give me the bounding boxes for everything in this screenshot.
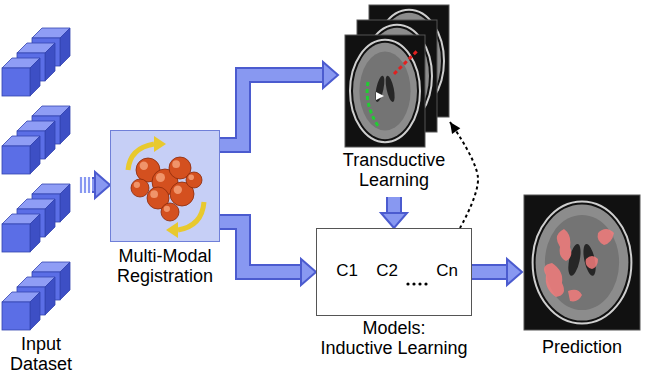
- atom-highlight: [150, 190, 158, 198]
- ventricle: [384, 75, 397, 103]
- lesion-region: [557, 229, 572, 261]
- classifier-label: Cn: [436, 261, 458, 281]
- classifier-label: C1: [336, 261, 358, 281]
- rotation-arrow: [178, 202, 204, 230]
- atom-highlight: [140, 162, 148, 170]
- dot: [406, 282, 409, 285]
- arrow-outline: [220, 75, 323, 145]
- cube-front: [2, 224, 30, 252]
- arrow-body: [472, 266, 507, 278]
- skull: [533, 201, 632, 323]
- classifier-label: C2: [376, 261, 398, 281]
- dot: [412, 282, 415, 285]
- arrow-outline: [472, 264, 507, 280]
- negative-marks: [394, 50, 418, 74]
- dotted-connector: [450, 122, 478, 228]
- cube-side: [60, 184, 70, 222]
- dot: [418, 282, 421, 285]
- arrow-tail-stripe: [88, 177, 90, 193]
- molecule-illustration: [110, 130, 220, 242]
- cube-side: [60, 28, 70, 66]
- flow-arrow: [220, 62, 338, 145]
- node-label: Inductive Learning: [320, 338, 467, 358]
- flow-arrow: [381, 197, 407, 228]
- cube-side: [45, 277, 55, 315]
- brain: [353, 43, 417, 139]
- node-label: Input Dataset: [2, 334, 80, 374]
- lesion-region: [586, 256, 598, 269]
- arrow-head: [95, 172, 110, 198]
- atom: [161, 203, 179, 221]
- node-label: Models:: [362, 318, 425, 338]
- lesion-region: [598, 229, 614, 245]
- rotation-arrowhead: [154, 136, 166, 152]
- arrow-body: [388, 197, 400, 213]
- image-stack: Transductive Learning: [338, 0, 450, 195]
- arrow-outline: [386, 197, 402, 213]
- models-box: C1 C2 CnModels:Inductive Learning: [316, 228, 472, 362]
- cube-side: [30, 214, 40, 252]
- skull: [350, 40, 420, 142]
- lesion-region: [544, 263, 564, 297]
- atom-highlight: [174, 186, 182, 194]
- lesion-region: [568, 290, 582, 302]
- rotation-arrow: [128, 144, 154, 170]
- prediction-illustration: [522, 195, 642, 335]
- scan-stack-illustration: [338, 0, 450, 150]
- flow-arrow: [472, 259, 522, 285]
- arrow-tail-stripe: [80, 177, 82, 193]
- ventricle: [581, 243, 598, 277]
- cube-side: [45, 43, 55, 81]
- cube-side: [60, 262, 70, 300]
- cube-side: [45, 199, 55, 237]
- atom-highlight: [156, 173, 165, 182]
- arrow-head: [301, 259, 316, 285]
- arrow-head: [507, 259, 522, 285]
- dot: [424, 282, 427, 285]
- arrow-head: [381, 213, 407, 228]
- cube-side: [30, 58, 40, 96]
- pointer: [376, 92, 384, 100]
- node-label: Multi-Modal Registration: [110, 246, 220, 286]
- arrow-body: [220, 75, 323, 145]
- cube-front: [2, 302, 30, 330]
- node-label: Prediction: [542, 337, 622, 357]
- scan-frame: [345, 35, 425, 147]
- brain-inner: [545, 215, 619, 310]
- cube-side: [30, 292, 40, 330]
- registration-box: Multi-Modal Registration: [110, 130, 220, 290]
- atom: [186, 172, 202, 188]
- atom-highlight: [134, 182, 140, 188]
- prediction-image: Prediction: [522, 195, 642, 365]
- atom-highlight: [188, 174, 194, 180]
- arrow-head: [450, 122, 460, 134]
- brain-inner: [359, 52, 410, 131]
- arrow-body: [220, 222, 301, 272]
- flow-arrow: [81, 172, 110, 198]
- cube-front: [2, 146, 30, 174]
- node-label: Transductive Learning: [338, 150, 450, 190]
- atom-highlight: [164, 206, 170, 212]
- arrow-outline: [220, 222, 301, 272]
- atom: [131, 179, 149, 197]
- flow-arrow: [220, 222, 316, 285]
- arrow-tail-stripe: [84, 177, 86, 193]
- arrow-head: [323, 62, 338, 88]
- cube-illustration: [2, 28, 80, 338]
- scan-frame: [524, 195, 640, 330]
- ventricle: [374, 75, 387, 103]
- cube-side: [60, 106, 70, 144]
- cube-side: [30, 136, 40, 174]
- dataset-stack: Input Dataset: [2, 28, 80, 378]
- feedback-arrow: [450, 122, 478, 228]
- cube-front: [2, 68, 30, 96]
- brain: [536, 204, 629, 320]
- positive-marks: [367, 82, 378, 126]
- cube-side: [45, 121, 55, 159]
- atom-highlight: [172, 160, 180, 168]
- rotation-arrowhead: [166, 222, 178, 238]
